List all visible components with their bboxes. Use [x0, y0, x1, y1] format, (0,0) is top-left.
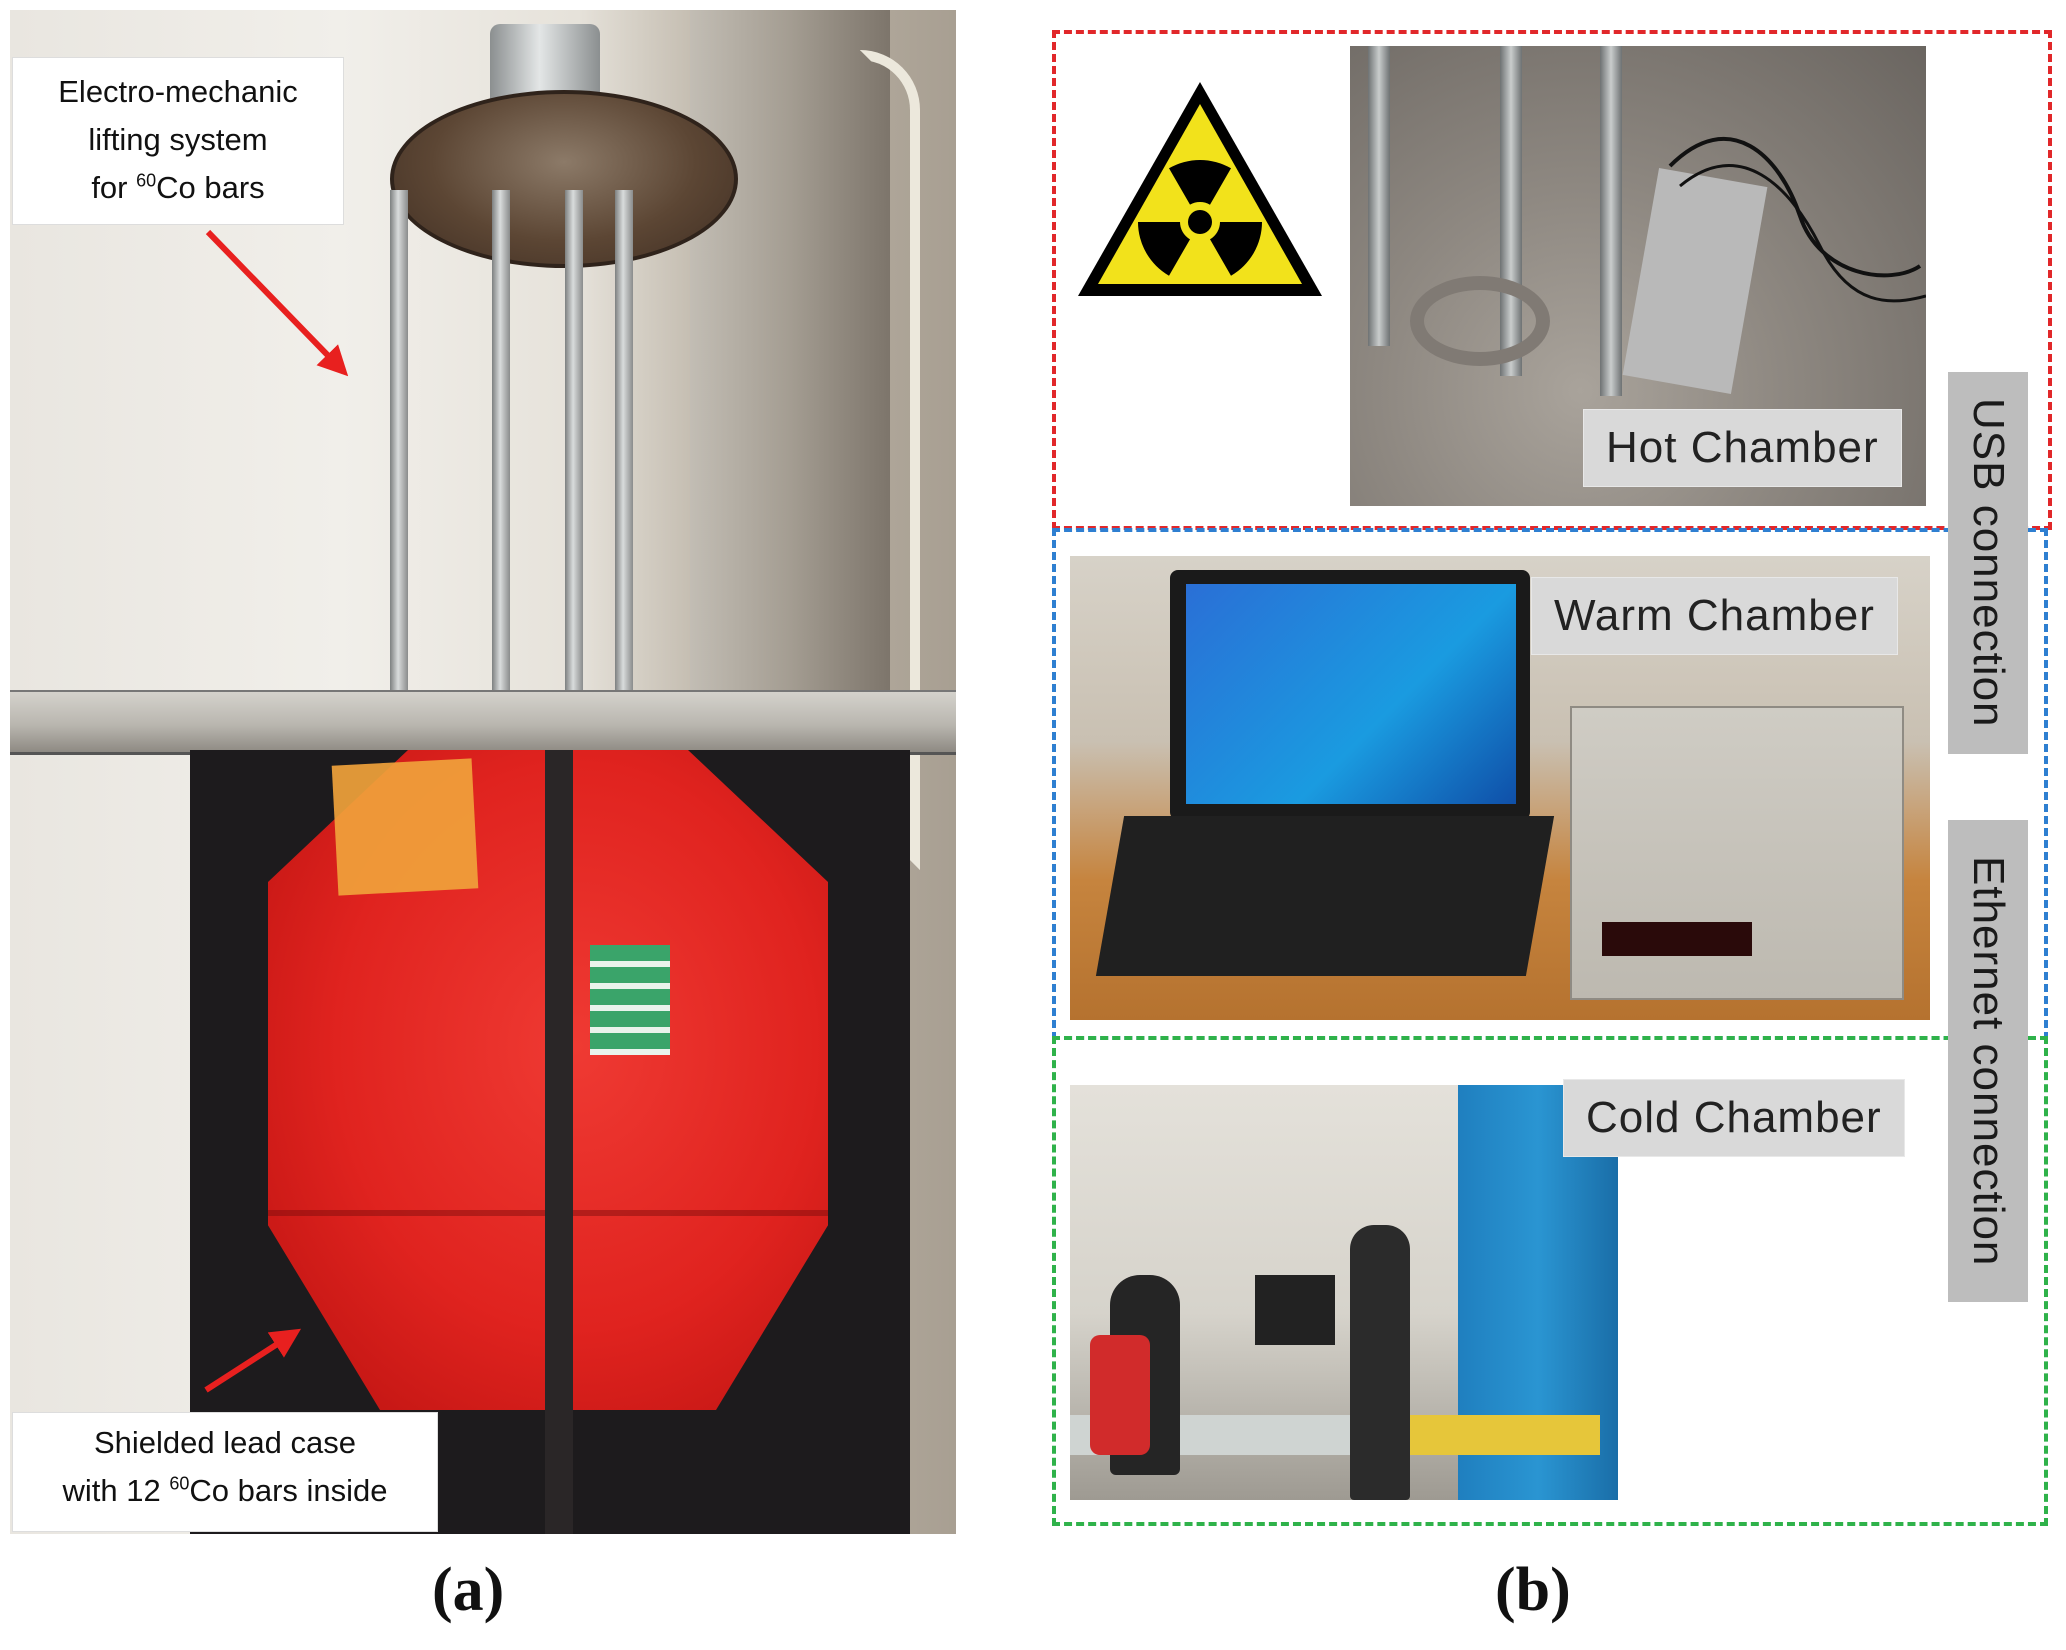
lifting-rod [565, 190, 583, 700]
computer-monitor [1255, 1275, 1335, 1345]
arrow-to-lifting-system [205, 229, 349, 377]
metal-rod [1600, 46, 1622, 396]
isotope-superscript: 60 [169, 1473, 190, 1494]
warm-chamber-label: Warm Chamber [1532, 578, 1897, 654]
usb-connection-label: USB connection [1948, 372, 2028, 754]
cable-wires [1668, 136, 1926, 303]
radiation-icon [1078, 82, 1322, 296]
red-chair [1090, 1335, 1150, 1455]
label-line: Shielded lead case [94, 1425, 356, 1460]
laptop-screen [1186, 584, 1516, 804]
lead-case-label: Shielded lead case with 12 60Co bars ins… [13, 1413, 437, 1531]
hot-chamber-label: Hot Chamber [1584, 410, 1901, 486]
ethernet-connection-label: Ethernet connection [1948, 820, 2028, 1302]
label-line: with 12 60Co bars inside [13, 1467, 437, 1515]
cold-chamber-label: Cold Chamber [1564, 1080, 1904, 1156]
lifting-rod [492, 190, 510, 700]
lifting-rod [390, 190, 408, 700]
label-text: Co bars [156, 170, 265, 205]
power-supply-display [1602, 922, 1752, 956]
isotope-superscript: 60 [136, 170, 157, 191]
center-rod [545, 750, 573, 1534]
usb-connection-text: USB connection [1964, 398, 2013, 728]
green-sticker [590, 945, 670, 1055]
label-line: for 60Co bars [13, 164, 343, 212]
cold-chamber-photo [1070, 1085, 1618, 1500]
person-standing [1350, 1225, 1410, 1500]
arrow-to-lead-case [204, 1328, 302, 1393]
label-line: Electro-mechanic [58, 74, 298, 109]
lifting-disc [390, 90, 738, 268]
cobalt-source-photo: Electro-mechanic lifting system for 60Co… [10, 10, 956, 1534]
concrete-wall [690, 10, 890, 700]
metal-rod [1368, 46, 1390, 346]
lifting-system-label: Electro-mechanic lifting system for 60Co… [13, 58, 343, 224]
arrows-layer [204, 229, 349, 1393]
lifting-rod [615, 190, 633, 700]
panel-a-caption: (a) [432, 1556, 505, 1624]
laptop-keyboard [1095, 816, 1555, 976]
label-text: with 12 [62, 1473, 170, 1508]
label-text: for [91, 170, 137, 205]
panel-b-caption: (b) [1495, 1556, 1571, 1624]
label-text: Co bars inside [189, 1473, 388, 1508]
label-line: lifting system [88, 122, 268, 157]
cold-chamber-frame [1052, 1036, 2048, 1526]
ethernet-connection-text: Ethernet connection [1964, 855, 2013, 1267]
